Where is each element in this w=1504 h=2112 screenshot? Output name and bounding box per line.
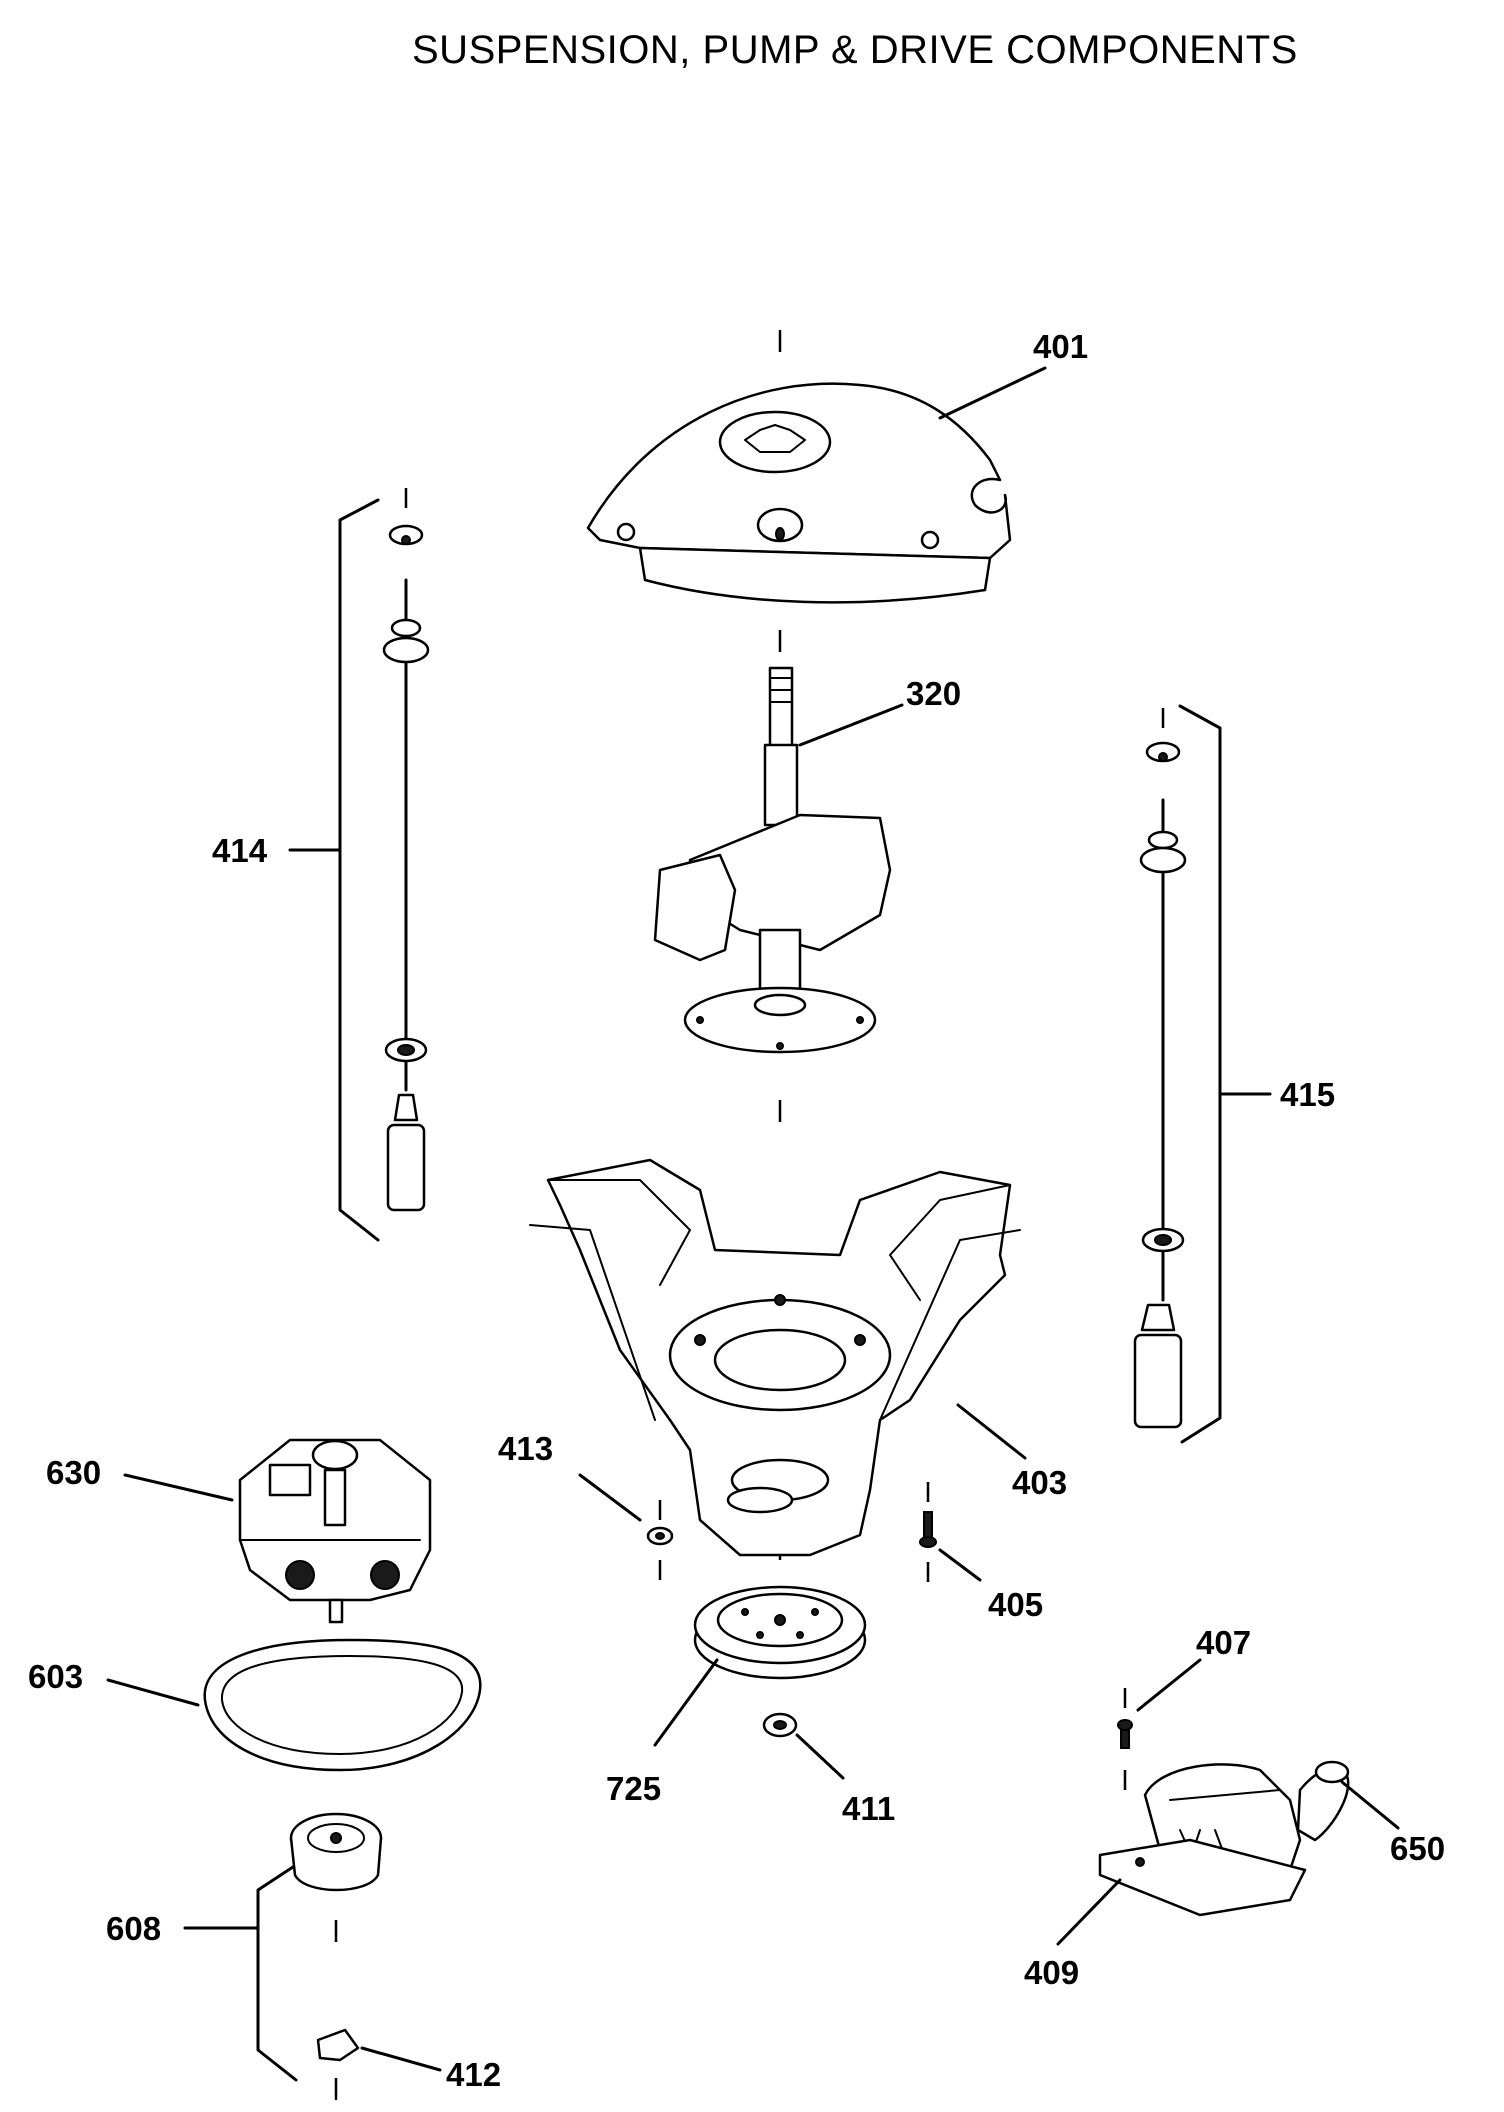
part-725-pulley (693, 1585, 867, 1680)
part-414-suspension-rod (338, 498, 430, 1242)
part-405-screw (919, 1511, 937, 1548)
part-409-bracket (1098, 1838, 1307, 1917)
part-320-transmission (653, 666, 892, 1054)
callout-labels: 401 320 414 415 630 413 403 405 407 603 … (28, 328, 1445, 2093)
part-415-suspension-rod (1133, 704, 1222, 1444)
part-411-nut (762, 1712, 798, 1738)
callout-403: 403 (1012, 1464, 1067, 1501)
part-403-mounting-base (529, 1158, 1021, 1557)
callout-413: 413 (498, 1430, 553, 1467)
part-608-clutch-kit (256, 1812, 383, 2082)
part-407-screw (1117, 1719, 1133, 1749)
callout-414: 414 (212, 832, 268, 869)
diagram-title: SUSPENSION, PUMP & DRIVE COMPONENTS (412, 28, 1298, 72)
callout-407: 407 (1196, 1624, 1251, 1661)
callout-608: 608 (106, 1910, 161, 1947)
callout-405: 405 (988, 1586, 1043, 1623)
callout-630: 630 (46, 1454, 101, 1491)
callout-320: 320 (906, 675, 961, 712)
part-630-motor (238, 1438, 432, 1624)
callout-725: 725 (606, 1770, 661, 1807)
part-603-belt (203, 1638, 482, 1772)
callout-412: 412 (446, 2056, 501, 2093)
part-413-nut (646, 1526, 674, 1546)
callout-415: 415 (1280, 1076, 1335, 1113)
callout-411: 411 (842, 1790, 895, 1827)
leader-lines (106, 366, 1400, 2072)
callout-409: 409 (1024, 1954, 1079, 1991)
callout-401: 401 (1033, 328, 1088, 365)
callout-603: 603 (28, 1658, 83, 1695)
callout-650: 650 (1390, 1830, 1445, 1867)
part-401-shield (586, 382, 1012, 604)
